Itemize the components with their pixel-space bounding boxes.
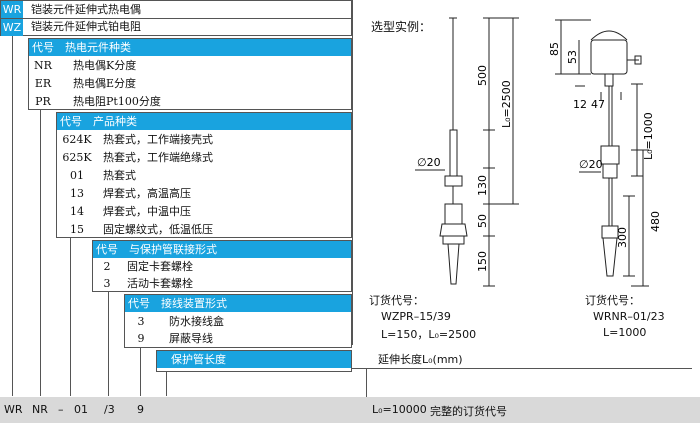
terminal-section-header: 代号接线装置形式 — [125, 295, 351, 312]
type-name-wr: 铠装元件延伸式热电偶 — [31, 3, 141, 16]
dim-left-dia: ∅20 — [417, 156, 441, 169]
right-tube — [602, 237, 618, 277]
order-part-connection: /3 — [104, 403, 115, 416]
left-fitting — [444, 203, 463, 225]
left-sheath — [449, 129, 458, 177]
guide-line-connect — [108, 292, 109, 396]
example-panel: 选型实例： — [352, 0, 700, 345]
example-left-order-label: 订货代号： — [369, 294, 424, 307]
example-right-code: WRNR–01/23 — [593, 310, 665, 323]
dim-left-130: 130 — [476, 175, 489, 196]
length-note-line — [352, 368, 692, 369]
order-part-product: 01 — [74, 403, 88, 416]
order-length: L₀=10000 — [372, 403, 427, 416]
order-part-dash: – — [58, 403, 64, 416]
dim-right-47: 47 — [591, 98, 605, 111]
type-name-wz: 铠装元件延伸式铂电阻 — [31, 20, 141, 33]
example-title: 选型实例： — [371, 20, 432, 34]
order-part-element: NR — [32, 403, 48, 416]
example-right-lengths: L=1000 — [603, 326, 647, 339]
length-section: 保护管长度 — [156, 350, 352, 372]
length-note: 延伸长度L₀(mm) — [378, 353, 463, 366]
length-section-header: 保护管长度 — [157, 351, 351, 368]
left-nut — [439, 223, 468, 237]
example-right-order-label: 订货代号： — [585, 294, 640, 307]
example-left-lengths: L=150，L₀=2500 — [381, 328, 477, 341]
type-code-wz: WZ — [1, 19, 23, 36]
dim-right-12: 12 — [573, 98, 587, 111]
order-part-terminal: 9 — [137, 403, 144, 416]
left-tube — [447, 243, 460, 285]
dim-right-300: 300 — [616, 227, 629, 248]
product-section-header: 代号产品种类 — [57, 113, 351, 130]
dim-left-50: 50 — [476, 214, 489, 228]
type-block: WR 铠装元件延伸式热电偶 WZ 铠装元件延伸式铂电阻 — [0, 0, 352, 36]
right-fitting — [600, 145, 620, 165]
length-guide-line — [166, 372, 167, 396]
guide-line-type — [12, 36, 13, 396]
dim-left-500: 500 — [476, 65, 489, 86]
dim-right-dia: ∅20 — [579, 158, 603, 171]
type-code-wr: WR — [1, 1, 23, 18]
connection-section-header: 代号与保护管联接形式 — [93, 241, 351, 258]
dim-right-480: 480 — [649, 211, 662, 232]
dim-left-150: 150 — [476, 251, 489, 272]
right-head-box — [590, 39, 628, 75]
guide-line-element — [40, 110, 41, 396]
length-drop-line — [366, 368, 367, 397]
dim-right-85: 85 — [548, 42, 561, 56]
dim-right-53: 53 — [566, 50, 579, 64]
dim-right-l0: L₀=1000 — [642, 112, 655, 160]
order-code-bar: WR NR – 01 /3 9 L₀=10000 完整的订货代号 — [0, 397, 700, 423]
element-section-header: 代号热电元件种类 — [29, 39, 351, 56]
guide-line-product — [70, 238, 71, 396]
dim-left-l0: L₀=2500 — [500, 80, 513, 128]
example-left-code: WZPR–15/39 — [381, 310, 451, 323]
order-note: 完整的订货代号 — [430, 405, 507, 418]
guide-line-terminal — [140, 348, 141, 396]
order-part-type: WR — [4, 403, 23, 416]
example-drawing: 500 L₀=2500 ∅20 130 50 150 85 53 12 47 L… — [415, 17, 662, 287]
